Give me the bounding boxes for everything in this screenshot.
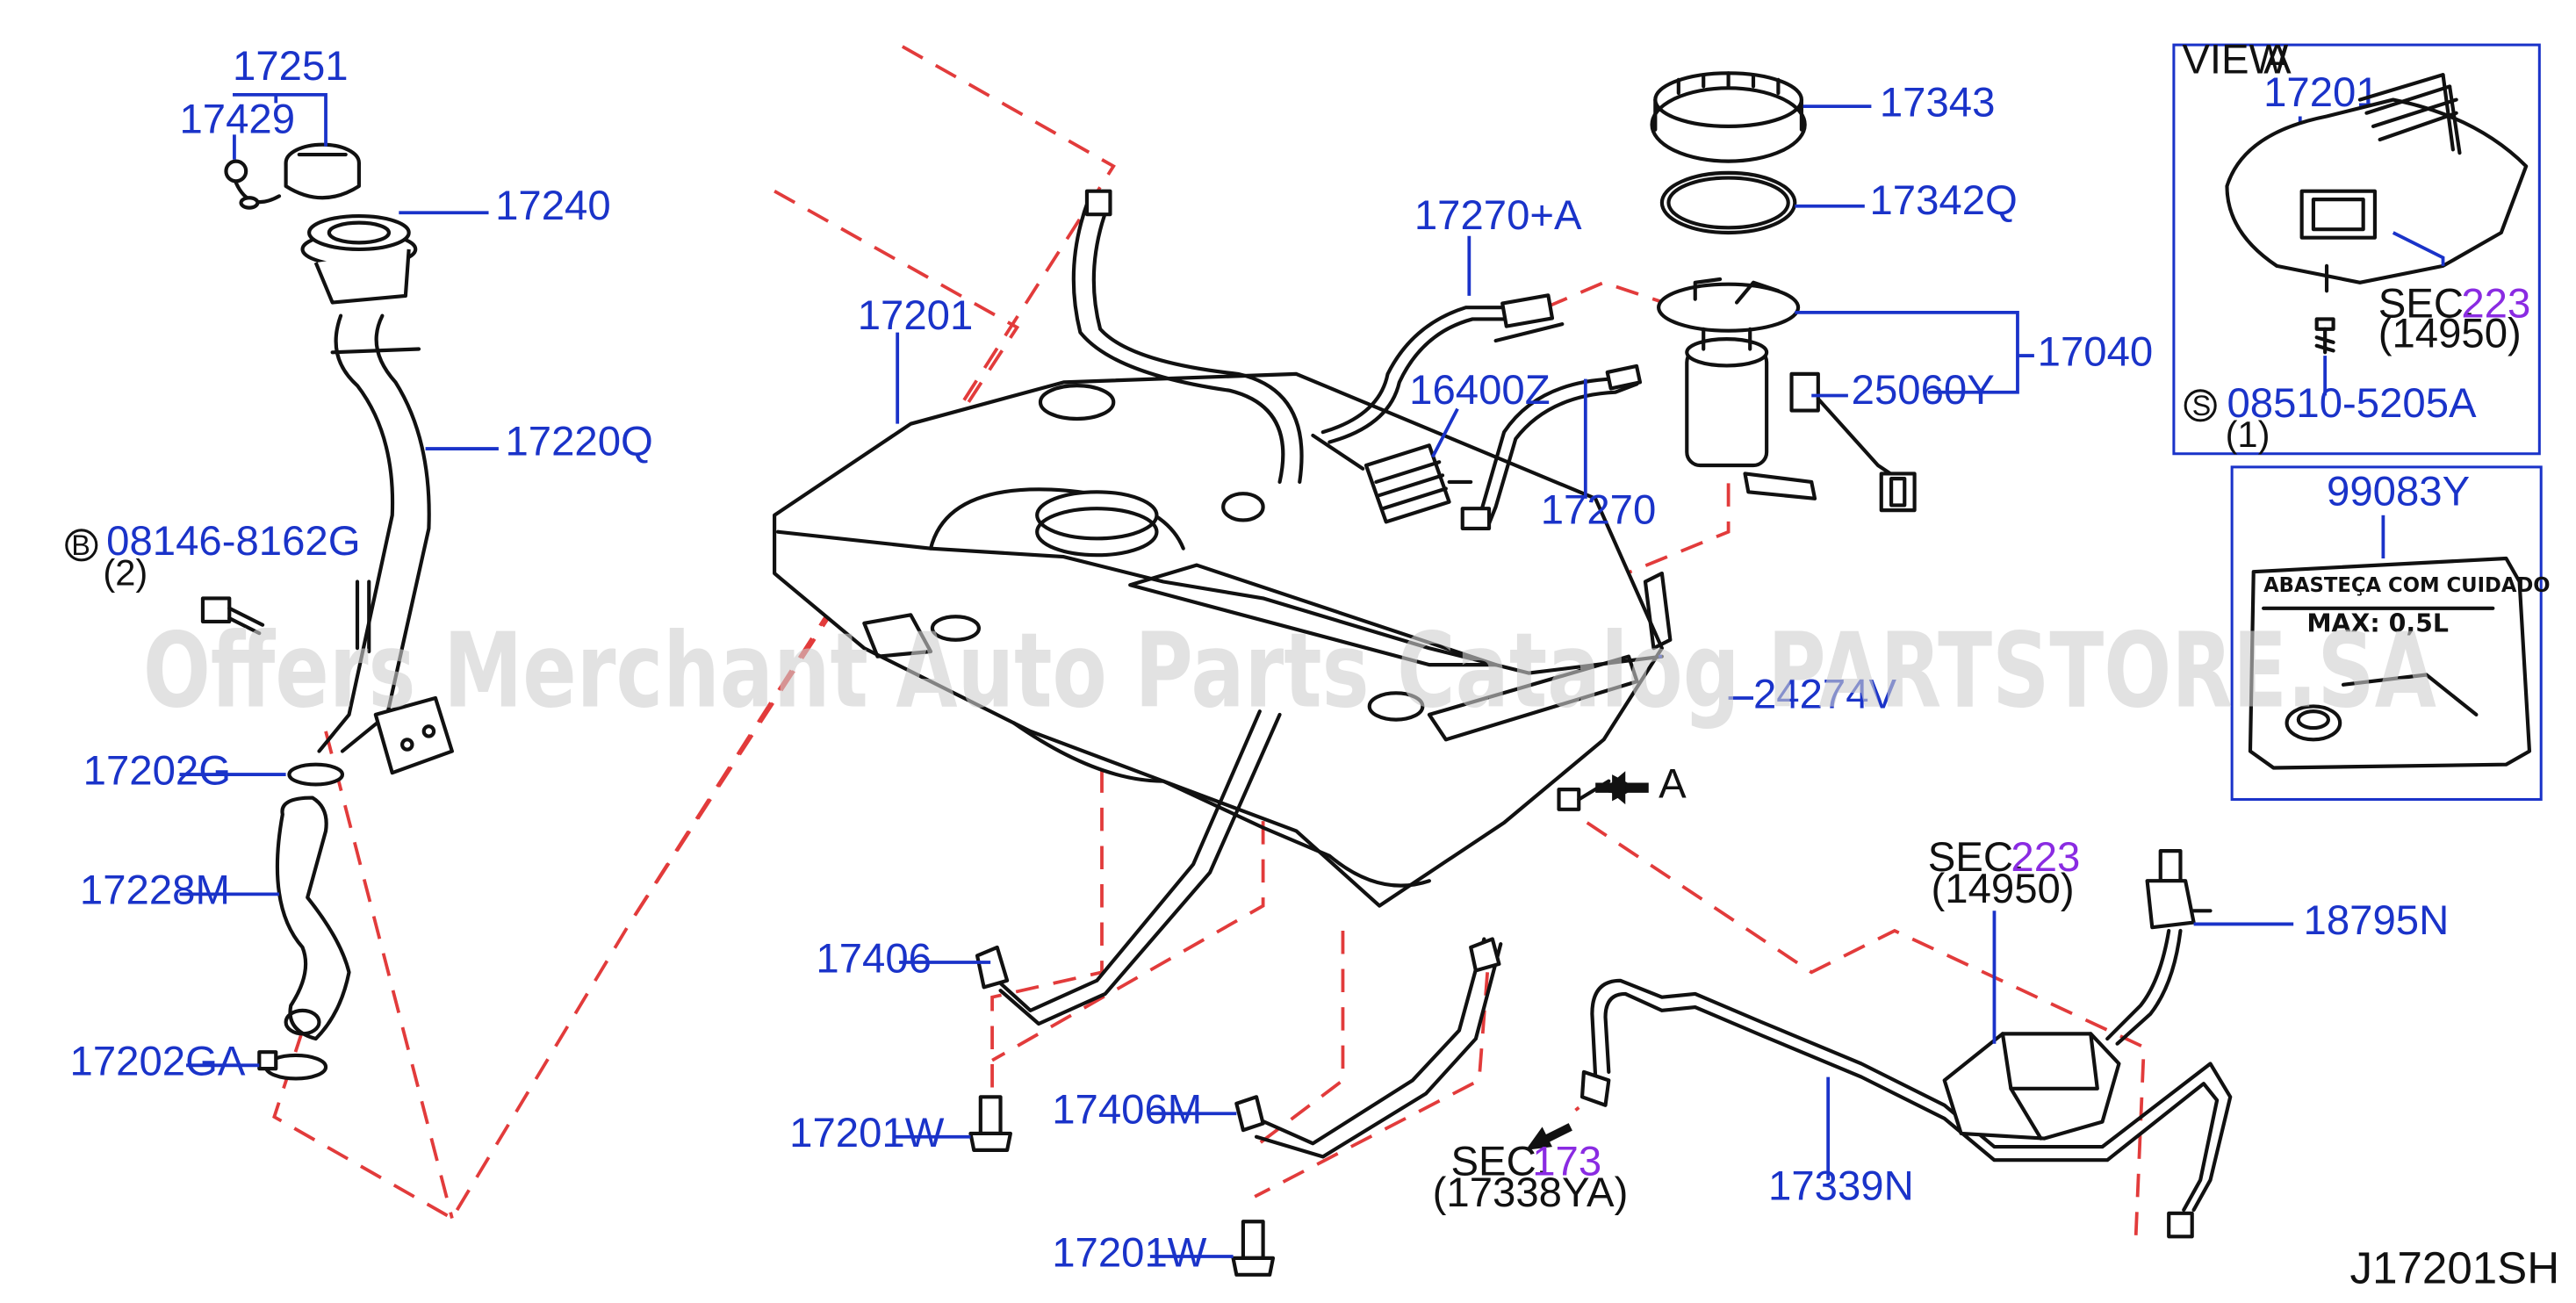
tank-straps xyxy=(975,709,1503,1159)
label-17240: 17240 xyxy=(495,183,611,229)
evap-tube xyxy=(1579,978,2233,1239)
label-25060y: 25060Y xyxy=(1852,367,1995,414)
fuel-pump-module xyxy=(1657,277,1817,500)
pump-gasket xyxy=(1659,170,1797,235)
view-a-screw-qty: (1) xyxy=(2226,414,2270,455)
filler-tube xyxy=(317,313,454,775)
bolt-17201w-lower xyxy=(1231,1220,1276,1277)
label-18795n: 18795N xyxy=(2304,897,2450,944)
label-17270-a: 17270+A xyxy=(1414,192,1582,239)
retaining-ring xyxy=(1650,71,1807,163)
dashed-reference-lines xyxy=(272,45,2146,1243)
label-sec-223-ref: (14950) xyxy=(1932,866,2075,912)
label-17201w-lower: 17201W xyxy=(1052,1229,1207,1276)
diagram-code: J17201SH xyxy=(2350,1242,2560,1292)
label-view-a-pointer: A xyxy=(1659,761,1687,808)
view-a-screw-part: 08510-5205A xyxy=(2227,380,2477,427)
label-17040: 17040 xyxy=(2038,328,2154,375)
label-17339n: 17339N xyxy=(1768,1163,1914,1210)
label-17406m: 17406M xyxy=(1052,1087,1202,1134)
view-a-screw-code: S xyxy=(2192,390,2211,421)
view-a-inset: VIEW A 17201 SEC. 223 (14950) S 08510-52… xyxy=(2172,36,2541,456)
part-labels: 17251 17429 17240 17220Q B 08146-8162G (… xyxy=(65,43,2560,1292)
label-17406: 17406 xyxy=(816,935,932,982)
label-17251: 17251 xyxy=(233,43,349,90)
label-17202g: 17202G xyxy=(83,747,231,794)
sticker-text-line2: MAX: 0,5L xyxy=(2306,608,2449,637)
view-a-letter: A xyxy=(2263,36,2292,83)
bolt-17201w-upper xyxy=(968,1095,1012,1152)
view-a-arrow xyxy=(1595,771,1649,805)
watermark: Offers Merchant Auto Parts Catalog PARTS… xyxy=(143,610,2436,731)
label-17228m: 17228M xyxy=(80,867,230,914)
caution-label-inset: 99083Y ABASTEÇA COM CUIDADO MAX: 0,5L xyxy=(2230,465,2551,801)
label-17429: 17429 xyxy=(179,96,295,142)
leader-lines xyxy=(179,93,2294,1258)
label-17201w-upper: 17201W xyxy=(789,1110,945,1156)
label-08146-8162g: 08146-8162G xyxy=(106,518,360,565)
label-17270: 17270 xyxy=(1541,486,1657,533)
view-a-sec-ref: (14950) xyxy=(2378,311,2522,357)
view-a-title: VIEW xyxy=(2182,36,2288,83)
label-16400z: 16400Z xyxy=(1409,367,1550,414)
filler-neck-seal xyxy=(300,213,418,305)
filler-hose xyxy=(257,762,351,1081)
label-17202ga: 17202GA xyxy=(70,1039,246,1085)
fuel-feed-tube xyxy=(1320,293,1565,444)
view-a-sec-number: 223 xyxy=(2461,281,2530,328)
label-sec-173-prefix: SEC. xyxy=(1451,1138,1548,1184)
fuel-tank xyxy=(773,371,1673,908)
sec-173-arrow xyxy=(1525,1123,1572,1150)
bolt-b-code-circle xyxy=(65,529,98,562)
sticker-text-line1: ABASTEÇA COM CUIDADO xyxy=(2263,574,2551,597)
label-sec-223-number: 223 xyxy=(2011,834,2080,881)
label-sec-173-ref: (17338YA) xyxy=(1433,1170,1629,1216)
label-17342q: 17342Q xyxy=(1870,177,2018,224)
label-sec-223-prefix: SEC. xyxy=(1928,834,2025,881)
label-17201: 17201 xyxy=(858,292,974,339)
label-17220q: 17220Q xyxy=(505,419,652,465)
view-a-sec-prefix: SEC. xyxy=(2378,281,2475,328)
vent-tube xyxy=(1071,189,1304,485)
label-17343: 17343 xyxy=(1880,80,1996,126)
filler-cap-assembly xyxy=(224,142,361,210)
bolt-b xyxy=(200,596,265,636)
canister-vent-valve xyxy=(2105,849,2213,1046)
fuel-filter xyxy=(1311,433,1473,524)
label-bolt-b-qty: (2) xyxy=(103,551,148,593)
label-sec-173-number: 173 xyxy=(1532,1138,1601,1184)
fuel-level-sender xyxy=(1789,371,1917,513)
fuel-return-tube xyxy=(1460,364,1643,531)
bolt-b-code: B xyxy=(71,529,90,561)
label-24274v: 24274V xyxy=(1753,671,1897,717)
evap-canister xyxy=(1942,1032,2121,1141)
label-99083y: 99083Y xyxy=(2327,468,2470,515)
